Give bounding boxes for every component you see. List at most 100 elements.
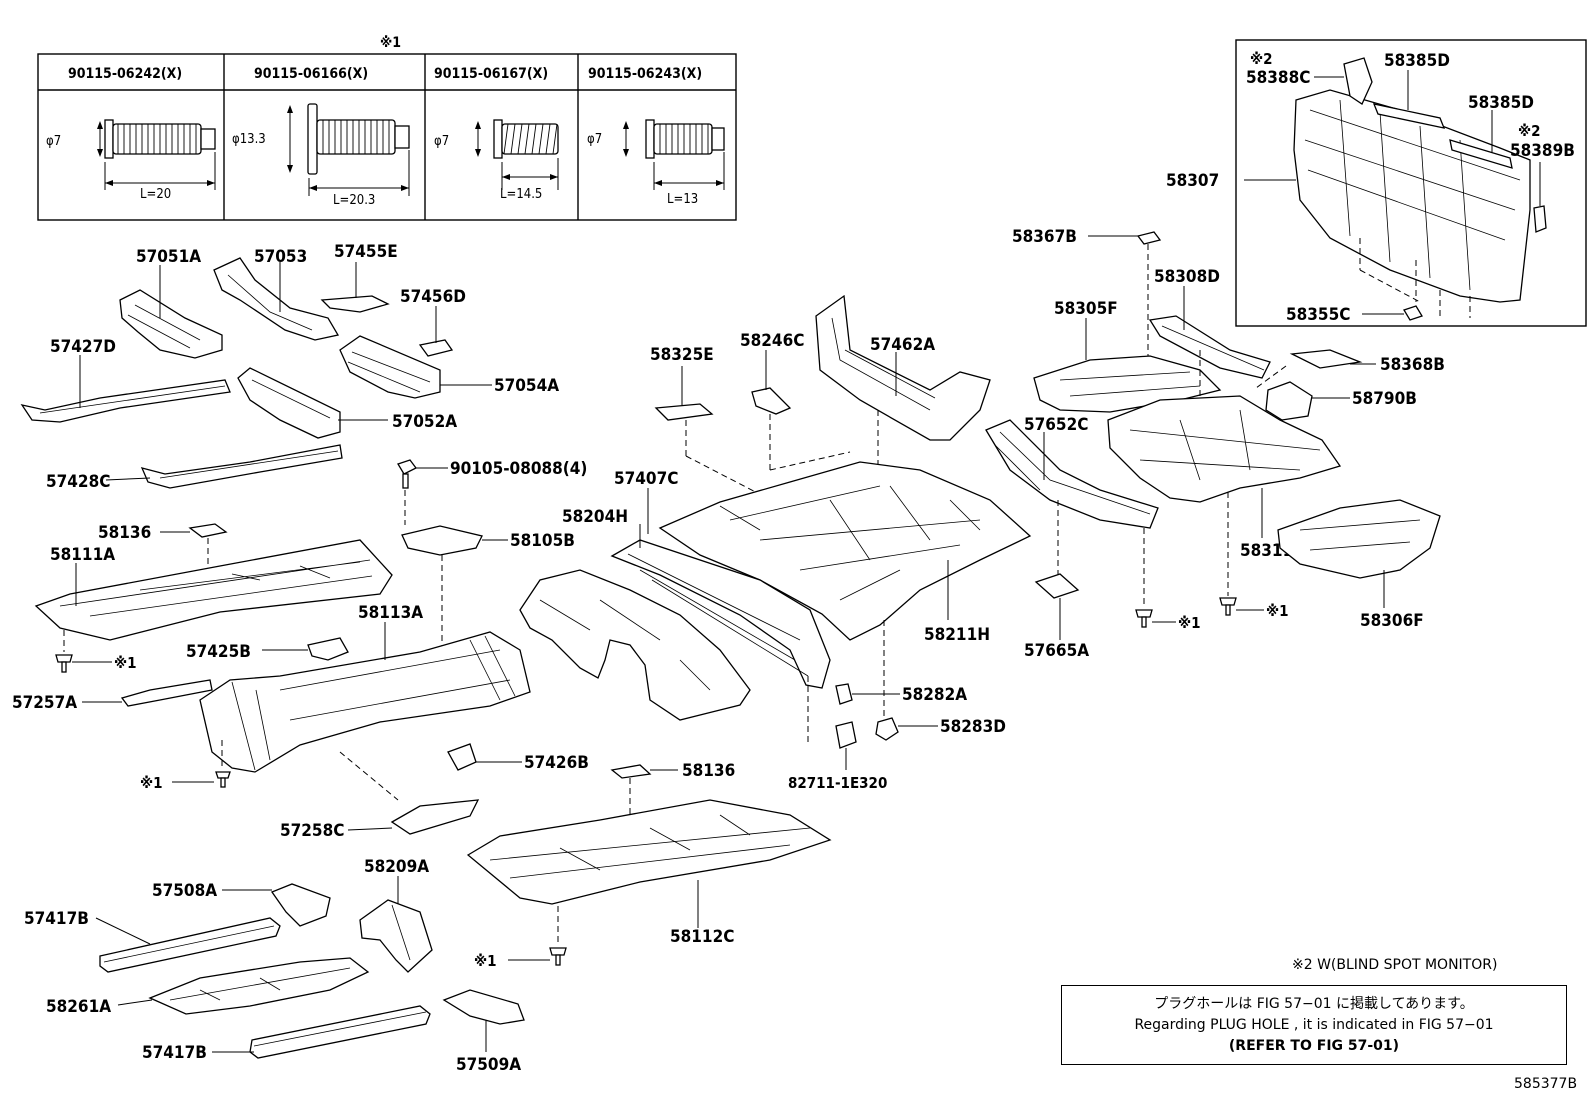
label-57508A: 57508A	[152, 881, 217, 901]
plug-hole-note-box: プラグホールは FIG 57−01 に掲載してあります。 Regarding P…	[1061, 985, 1567, 1065]
part-57417B-upper[interactable]: 57417B	[24, 909, 281, 973]
part-57257A[interactable]: 57257A	[12, 679, 213, 713]
mark1-58112C: ※1	[474, 952, 497, 970]
part-57652C[interactable]: 57652C	[985, 415, 1159, 578]
label-57417B-lower: 57417B	[142, 1043, 207, 1063]
bolt-table: ※1 90115-06242(X) 90115-06166(X) 90115-0…	[37, 35, 737, 221]
part-58388C[interactable]	[1343, 57, 1373, 105]
part-58283D[interactable]: 58283D	[875, 620, 1006, 741]
part-58282A[interactable]: 58282A	[807, 676, 967, 742]
bolt-4-drawing: φ7 L=13	[587, 119, 725, 207]
label-57462A: 57462A	[870, 335, 935, 355]
bolt-mark1-58113A[interactable]: ※1	[140, 740, 231, 792]
label-58105B: 58105B	[510, 531, 575, 551]
part-58385D-upper[interactable]	[1372, 103, 1446, 129]
label-58385D-upper[interactable]: 58385D	[1384, 51, 1450, 71]
label-58389B[interactable]: 58389B	[1510, 141, 1575, 161]
label-58261A: 58261A	[46, 997, 111, 1017]
label-58136-left: 58136	[98, 523, 151, 543]
label-58111A: 58111A	[50, 545, 115, 565]
bolt-mark1-58311[interactable]: ※1	[1219, 492, 1289, 620]
bolt-mark1-58111A[interactable]: ※1	[55, 630, 137, 673]
mark1-58111A: ※1	[114, 654, 137, 672]
part-58367B[interactable]: 58367B	[1012, 227, 1162, 458]
label-58355C[interactable]: 58355C	[1286, 305, 1350, 325]
label-58113A: 58113A	[358, 603, 423, 623]
bolt-col1-part: 90115-06242(X)	[68, 66, 182, 82]
part-57052A[interactable]: 57052A	[237, 367, 457, 439]
bolt-mark1-58112C[interactable]: ※1	[474, 906, 567, 970]
part-57053[interactable]: 57053	[213, 247, 340, 341]
part-58111A[interactable]: 58111A	[34, 539, 393, 641]
part-58305F[interactable]: 58305F	[1033, 299, 1222, 413]
part-57425B[interactable]: 57425B	[186, 637, 349, 662]
part-57509A[interactable]: 57509A	[442, 989, 525, 1075]
part-58389B[interactable]	[1533, 205, 1547, 233]
figure-code: 585377B	[1514, 1076, 1578, 1092]
bolt-2-drawing: φ13.3 L=20.3	[232, 103, 410, 208]
label-58283D: 58283D	[940, 717, 1006, 737]
label-57417B-upper: 57417B	[24, 909, 89, 929]
part-82711-1E320[interactable]: 82711-1E320	[788, 721, 887, 792]
inset-58307: 58307 ※2 58388C 58385D 58385D ※2 58389B …	[1166, 39, 1587, 327]
plug-hole-note-jp: プラグホールは FIG 57−01 に掲載してあります。	[1154, 995, 1474, 1012]
part-58246C[interactable]: 58246C	[740, 331, 851, 471]
label-58209A: 58209A	[364, 857, 429, 877]
bolt-3-length: L=14.5	[500, 187, 542, 202]
label-57509A: 57509A	[456, 1055, 521, 1075]
part-57051A[interactable]: 57051A	[119, 247, 223, 359]
part-57508A[interactable]: 57508A	[152, 881, 331, 927]
plug-hole-refer[interactable]: (REFER TO FIG 57-01)	[1228, 1037, 1400, 1054]
part-58112C[interactable]: 58112C	[466, 799, 832, 947]
label-58305F: 58305F	[1054, 299, 1118, 319]
part-90105-08088[interactable]: 90105-08088(4)	[397, 459, 587, 525]
label-58388C[interactable]: 58388C	[1246, 68, 1310, 88]
label-58282A: 58282A	[902, 685, 967, 705]
bolt-1-drawing: φ7 L=20	[46, 119, 216, 202]
bolt-2-length: L=20.3	[333, 193, 375, 208]
part-57427D[interactable]: 57427D	[20, 337, 231, 423]
label-57054A: 57054A	[494, 376, 559, 396]
part-58105B[interactable]: 58105B	[401, 525, 575, 648]
part-58355C[interactable]	[1403, 305, 1423, 321]
part-57456D[interactable]: 57456D	[400, 287, 466, 357]
bolt-2-diameter: φ13.3	[232, 132, 266, 147]
plug-hole-note-en: Regarding PLUG HOLE , it is indicated in…	[1134, 1016, 1494, 1033]
mark2-58388C: ※2	[1250, 50, 1273, 68]
part-58136-lower[interactable]: 58136	[610, 761, 735, 828]
part-wheel-housing[interactable]	[519, 569, 751, 721]
part-58113A[interactable]: 58113A	[199, 603, 531, 801]
part-57665A[interactable]: 57665A	[1024, 573, 1089, 661]
label-58204H: 58204H	[562, 507, 628, 527]
part-57428C[interactable]: 57428C	[46, 444, 343, 492]
part-57407C[interactable]: 57407C	[614, 461, 1032, 641]
part-58385D-lower[interactable]	[1449, 139, 1513, 169]
part-57258C[interactable]: 57258C	[280, 799, 480, 841]
part-58308D[interactable]: 58308D	[1148, 267, 1271, 460]
part-57426B[interactable]: 57426B	[447, 743, 589, 773]
bolt-mark1-57652C[interactable]: ※1	[1135, 528, 1201, 632]
part-57054A[interactable]: 57054A	[339, 335, 559, 399]
label-57456D: 57456D	[400, 287, 466, 307]
part-58306F[interactable]: 58306F	[1277, 499, 1441, 631]
bolt-col4-part: 90115-06243(X)	[588, 66, 702, 82]
part-58325E[interactable]: 58325E	[650, 345, 801, 516]
part-57462A[interactable]: 57462A	[815, 294, 991, 600]
part-58136-left[interactable]: 58136	[98, 523, 228, 582]
label-58307[interactable]: 58307	[1166, 171, 1219, 191]
part-58204H[interactable]: 58204H	[562, 507, 831, 689]
label-58385D-lower[interactable]: 58385D	[1468, 93, 1534, 113]
part-58211H[interactable]: 58211H	[924, 560, 990, 645]
mark1-58311: ※1	[1266, 602, 1289, 620]
part-58209A[interactable]: 58209A	[359, 857, 433, 973]
part-58261A[interactable]: 58261A	[46, 957, 370, 1017]
bolt-1-diameter: φ7	[46, 134, 61, 149]
part-58368B[interactable]: 58368B	[1255, 349, 1445, 389]
part-57417B-lower[interactable]: 57417B	[142, 1005, 431, 1063]
part-58790B[interactable]: 58790B	[1265, 381, 1417, 421]
label-57425B: 57425B	[186, 642, 251, 662]
part-57455E[interactable]: 57455E	[320, 242, 398, 313]
label-58246C: 58246C	[740, 331, 804, 351]
bolt-col2-part: 90115-06166(X)	[254, 66, 368, 82]
label-90105-08088: 90105-08088(4)	[450, 459, 587, 479]
